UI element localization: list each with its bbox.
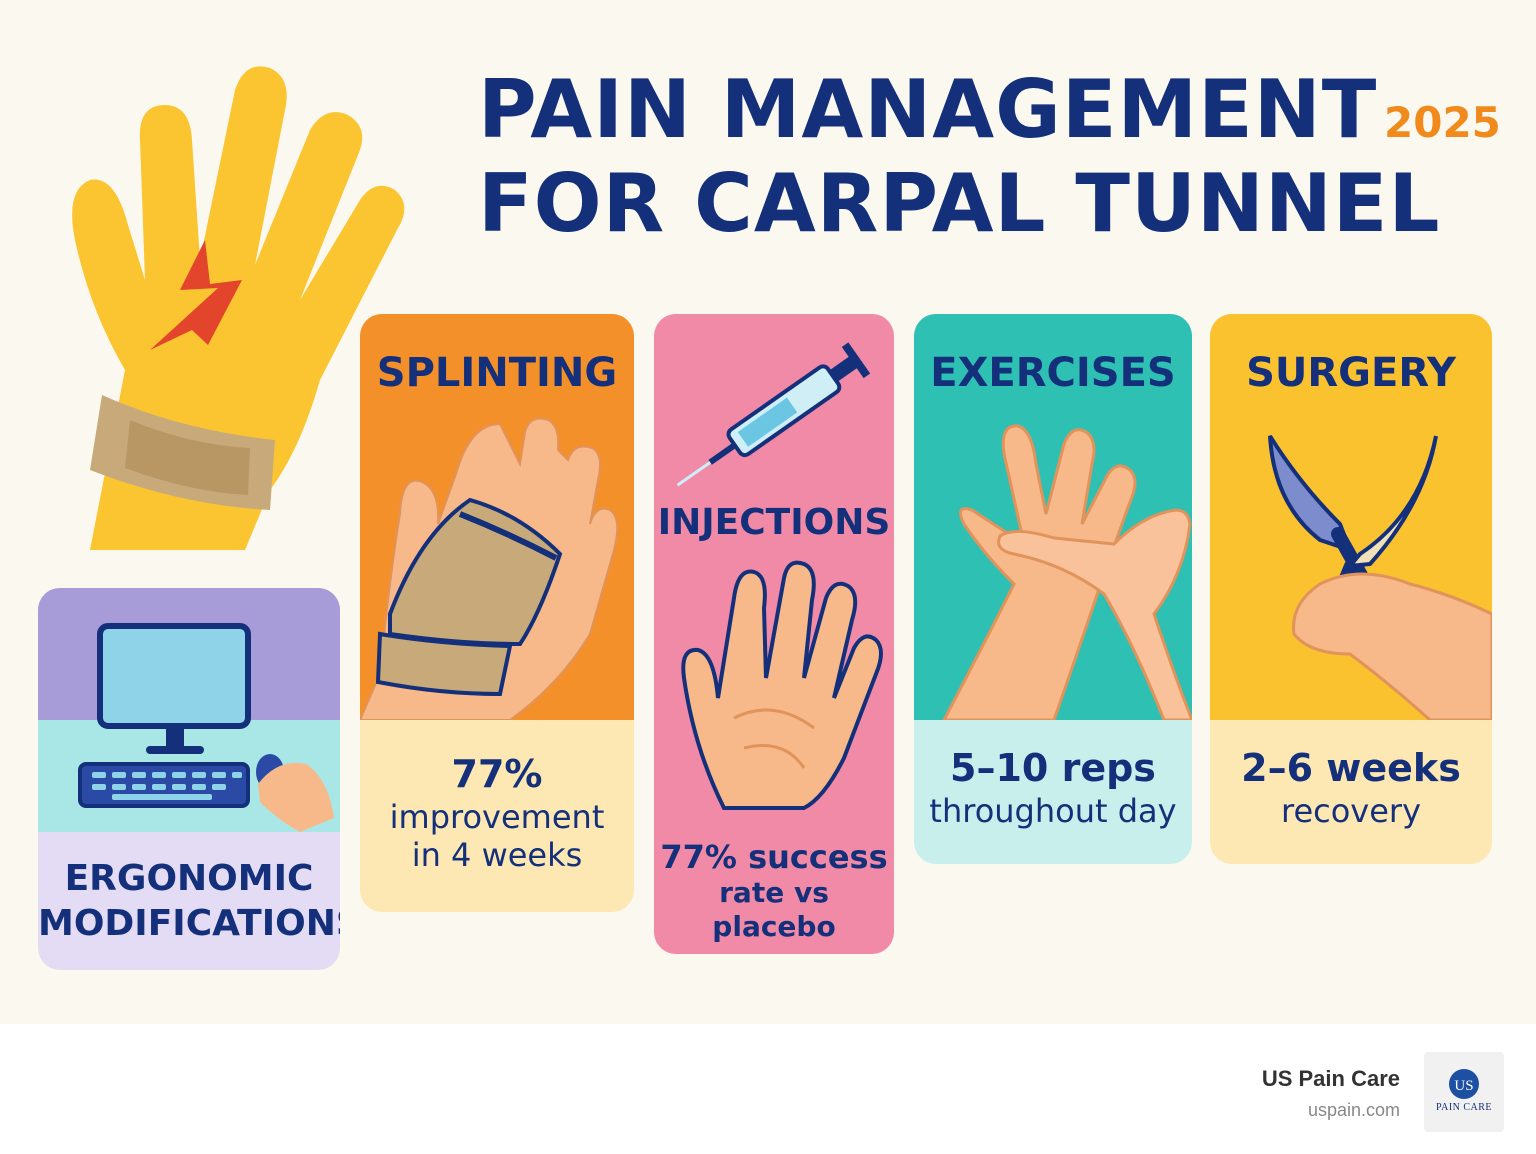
year-badge: 2025: [1384, 98, 1501, 147]
surgery-stat: 2–6 weeks recovery: [1241, 746, 1461, 830]
computer-icon: [78, 623, 334, 832]
exercises-label: EXERCISES: [930, 350, 1176, 396]
splinting-label: SPLINTING: [376, 350, 618, 396]
surgery-label: SURGERY: [1246, 350, 1456, 396]
card-exercises: EXERCISES 5–10 reps throughout day: [914, 314, 1192, 864]
brand-url[interactable]: uspain.com: [1307, 1100, 1400, 1120]
injections-stat: 77% success rate vs placebo: [660, 838, 888, 943]
infographic-poster: PAIN MANAGEMENT FOR CARPAL TUNNEL 2025 E…: [0, 0, 1536, 1024]
title-line-1: PAIN MANAGEMENT: [478, 63, 1378, 156]
ergonomic-label: ERGONOMIC MODIFICATIONS: [38, 858, 340, 944]
svg-text:US: US: [1454, 1078, 1473, 1094]
open-hand-icon: [681, 560, 883, 810]
injections-label: INJECTIONS: [657, 502, 891, 543]
card-surgery: SURGERY 2–6 weeks recovery: [1210, 314, 1492, 864]
splinting-stat: 77% improvement in 4 weeks: [389, 752, 605, 874]
logo-caption: PAIN CARE: [1435, 1102, 1493, 1113]
wrist-splint-icon: [360, 417, 619, 720]
exercises-stat: 5–10 reps throughout day: [929, 746, 1177, 830]
brand-name: US Pain Care: [1261, 1066, 1400, 1091]
footer: US Pain Care uspain.com US PAIN CARE: [0, 1024, 1536, 1154]
syringe-icon: [676, 342, 871, 487]
title-line-2: FOR CARPAL TUNNEL: [478, 157, 1441, 250]
stretching-hands-icon: [942, 424, 1192, 720]
logo-emblem-icon: US: [1449, 1069, 1479, 1099]
brand-logo: US PAIN CARE: [1424, 1052, 1504, 1132]
scalpel-icon: [1268, 434, 1492, 720]
page-title: PAIN MANAGEMENT FOR CARPAL TUNNEL: [478, 70, 1440, 244]
card-splinting: SPLINTING 77% improvement in 4 weeks: [360, 314, 634, 912]
hand-pain-icon: [72, 66, 405, 550]
card-injections: INJECTIONS 77% success rate vs placebo: [654, 314, 894, 954]
card-ergonomic: ERGONOMIC MODIFICATIONS: [38, 588, 340, 970]
